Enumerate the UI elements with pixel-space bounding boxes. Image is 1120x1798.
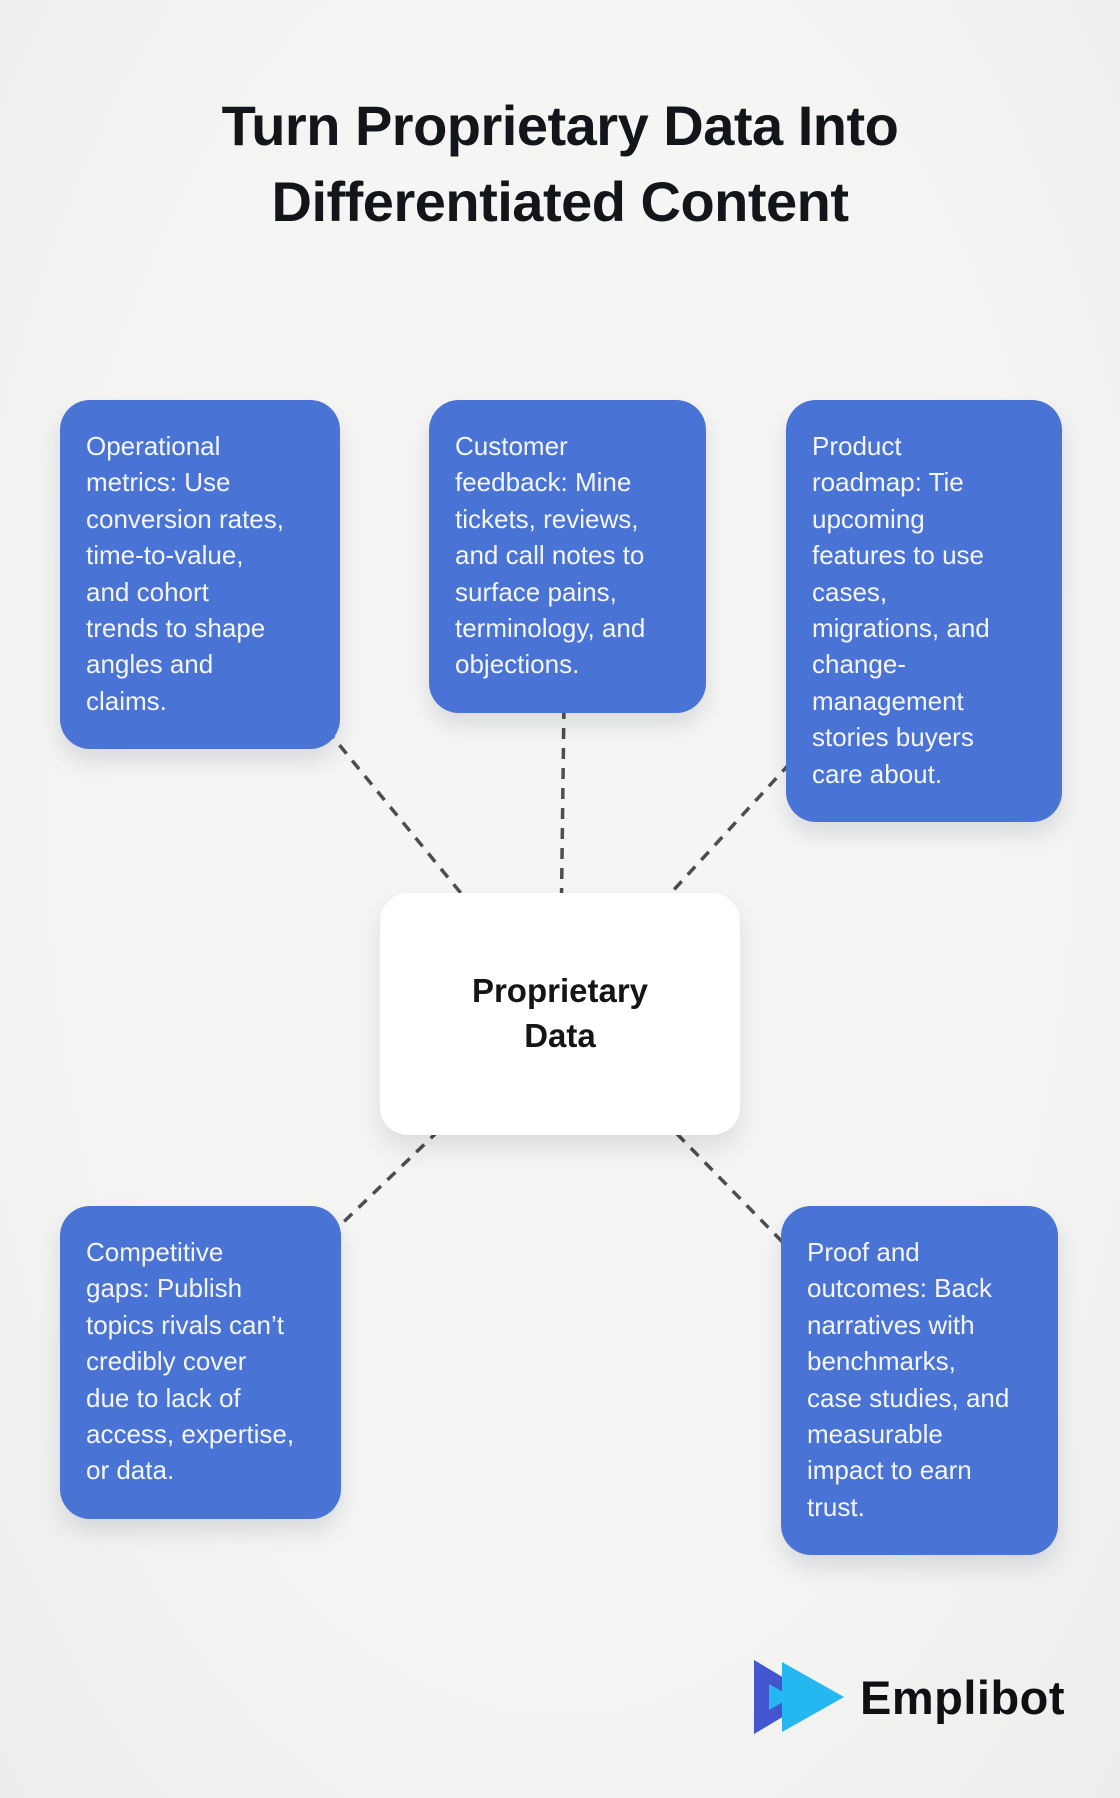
logo-triangle-cyan-large bbox=[782, 1662, 844, 1732]
emplibot-logo: Emplibot bbox=[752, 1656, 1065, 1738]
emplibot-wordmark: Emplibot bbox=[860, 1670, 1066, 1724]
center-node: Proprietary Data bbox=[380, 893, 740, 1135]
node-competitive-gaps-text: Competitive gaps: Publish topics rivals … bbox=[86, 1237, 295, 1486]
infographic-title: Turn Proprietary Data Into Differentiate… bbox=[221, 94, 899, 234]
node-operational-metrics: Operational metrics: Use conversion rate… bbox=[60, 400, 340, 750]
logo-triangle-cyan-small bbox=[769, 1684, 792, 1710]
node-operational-metrics-text: Operational metrics: Use conversion rate… bbox=[86, 431, 284, 716]
play-triangles-icon bbox=[754, 1660, 844, 1734]
node-product-roadmap: Product roadmap: Tie upcoming features t… bbox=[786, 400, 1062, 822]
node-proof-and-outcomes-text: Proof and outcomes: Back narratives with… bbox=[807, 1237, 1010, 1522]
node-competitive-gaps: Competitive gaps: Publish topics rivals … bbox=[60, 1206, 341, 1519]
node-proof-and-outcomes: Proof and outcomes: Back narratives with… bbox=[781, 1206, 1058, 1556]
node-customer-feedback: Customer feedback: Mine tickets, reviews… bbox=[429, 400, 706, 713]
connector-top-left bbox=[198, 573, 562, 1016]
center-node-label: Proprietary Data bbox=[471, 972, 649, 1054]
node-customer-feedback-text: Customer feedback: Mine tickets, reviews… bbox=[455, 431, 646, 680]
node-product-roadmap-text: Product roadmap: Tie upcoming features t… bbox=[812, 431, 990, 789]
